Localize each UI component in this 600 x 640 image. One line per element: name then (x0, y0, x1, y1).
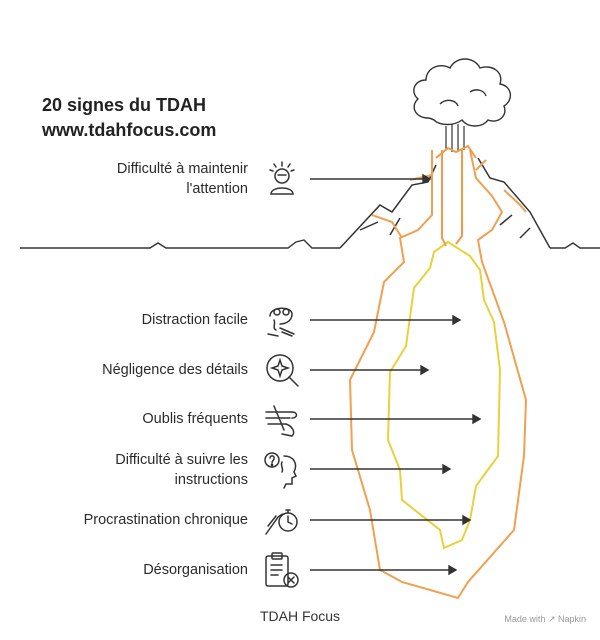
magma-inner-layer (386, 240, 502, 550)
magma-outer-layer (348, 149, 528, 600)
hand-stopwatch-icon (265, 509, 298, 535)
smoke-column (445, 124, 465, 152)
smoke-cloud (413, 58, 511, 127)
sign-label-line: Négligence des détails (102, 362, 248, 378)
string-finger-reminder-icon (265, 405, 298, 437)
sign-label-disorganization: Désorganisation (143, 560, 248, 580)
sign-label-line: Désorganisation (143, 562, 248, 578)
sign-label-procrastination: Procrastination chronique (84, 510, 248, 530)
sign-label-forgetfulness: Oublis fréquents (142, 409, 248, 429)
sign-label-attention: Difficulté à maintenir l'attention (117, 159, 248, 199)
sign-label-distraction: Distraction facile (142, 310, 248, 330)
sign-label-line: Procrastination chronique (83, 512, 248, 528)
sign-label-line: l'attention (186, 181, 248, 197)
page-title: 20 signes du TDAH www.tdahfocus.com (42, 93, 216, 143)
distracted-face-icon (267, 307, 295, 337)
sign-label-line: Distraction facile (141, 312, 248, 328)
sign-label-instructions: Difficulté à suivre les instructions (115, 450, 248, 490)
stressed-person-icon (269, 161, 295, 195)
footer-label: TDAH Focus (259, 608, 341, 624)
magma-outer-crust (371, 159, 527, 239)
title-line-2: www.tdahfocus.com (42, 120, 217, 140)
clipboard-x-icon (265, 552, 299, 588)
title-line-1: 20 signes du TDAH (42, 95, 207, 115)
sign-label-details: Négligence des détails (102, 360, 248, 380)
lava-pipe (435, 144, 477, 247)
magnifier-sparkle-icon (266, 354, 299, 387)
sign-label-line: Oublis fréquents (142, 411, 248, 427)
sign-label-line: Difficulté à suivre les (115, 452, 248, 468)
ground-line (20, 239, 600, 249)
sign-label-line: Difficulté à maintenir (116, 161, 248, 177)
sign-label-line: instructions (174, 472, 248, 488)
confused-head-icon (264, 452, 298, 489)
arrows (310, 173, 482, 576)
napkin-credit[interactable]: Made with ↗ Napkin (504, 614, 586, 624)
